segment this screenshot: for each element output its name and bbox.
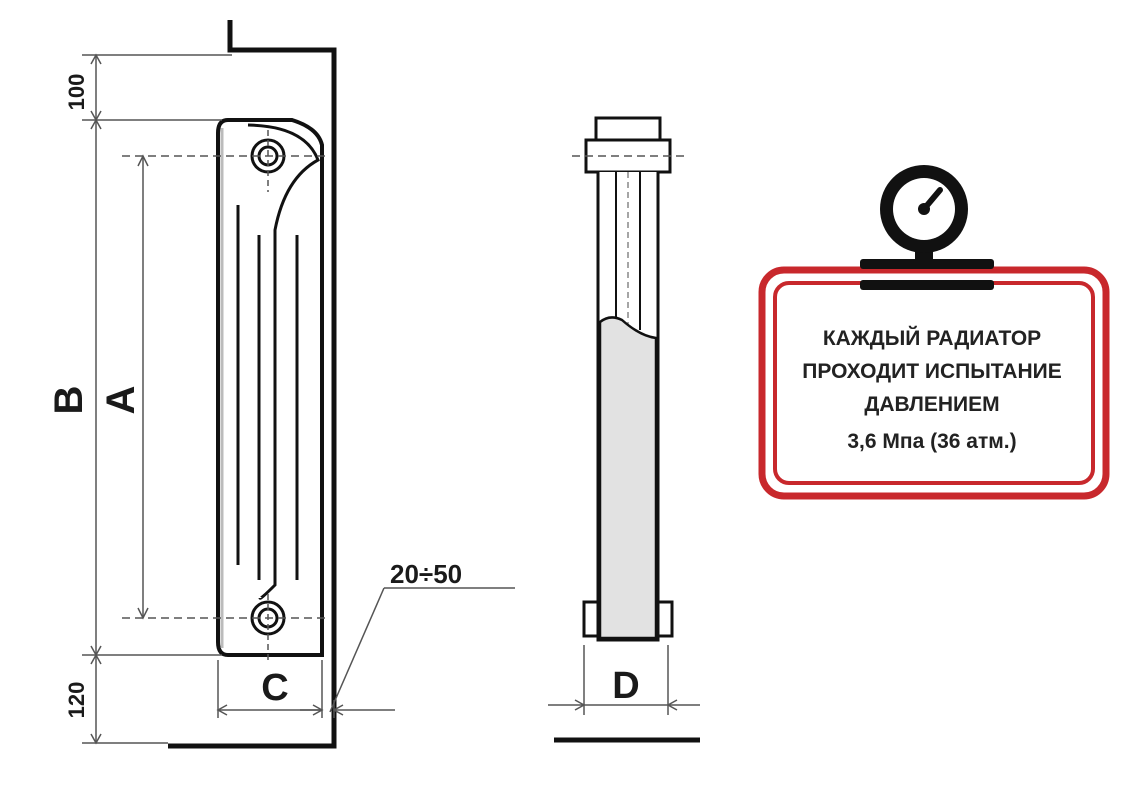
label-width-c: C	[261, 667, 288, 709]
radiator-front-view	[122, 118, 330, 660]
dimension-labels: 100 120 B A C 20÷50 D	[47, 74, 640, 719]
label-axis-a: A	[99, 386, 143, 415]
badge-line-1: КАЖДЫЙ РАДИАТОР	[823, 326, 1041, 350]
pressure-gauge-icon	[860, 165, 994, 290]
depth-dimension	[548, 645, 700, 715]
label-height-b: B	[47, 386, 91, 415]
label-depth-d: D	[612, 665, 639, 707]
badge-frame-inner	[773, 281, 1095, 485]
badge-line-4: 3,6 Мпа (36 атм.)	[847, 430, 1016, 453]
wall	[168, 20, 337, 749]
badge-line-2: ПРОХОДИТ ИСПЫТАНИЕ	[802, 360, 1061, 383]
label-top-gap: 100	[64, 74, 89, 111]
label-bottom-gap: 120	[64, 682, 89, 719]
pressure-badge: КАЖДЫЙ РАДИАТОР ПРОХОДИТ ИСПЫТАНИЕ ДАВЛЕ…	[758, 165, 1110, 500]
badge-line-3: ДАВЛЕНИЕМ	[864, 393, 999, 416]
label-wall-gap: 20÷50	[390, 559, 462, 589]
dimension-lines	[82, 53, 515, 745]
radiator-side-view	[554, 116, 700, 743]
